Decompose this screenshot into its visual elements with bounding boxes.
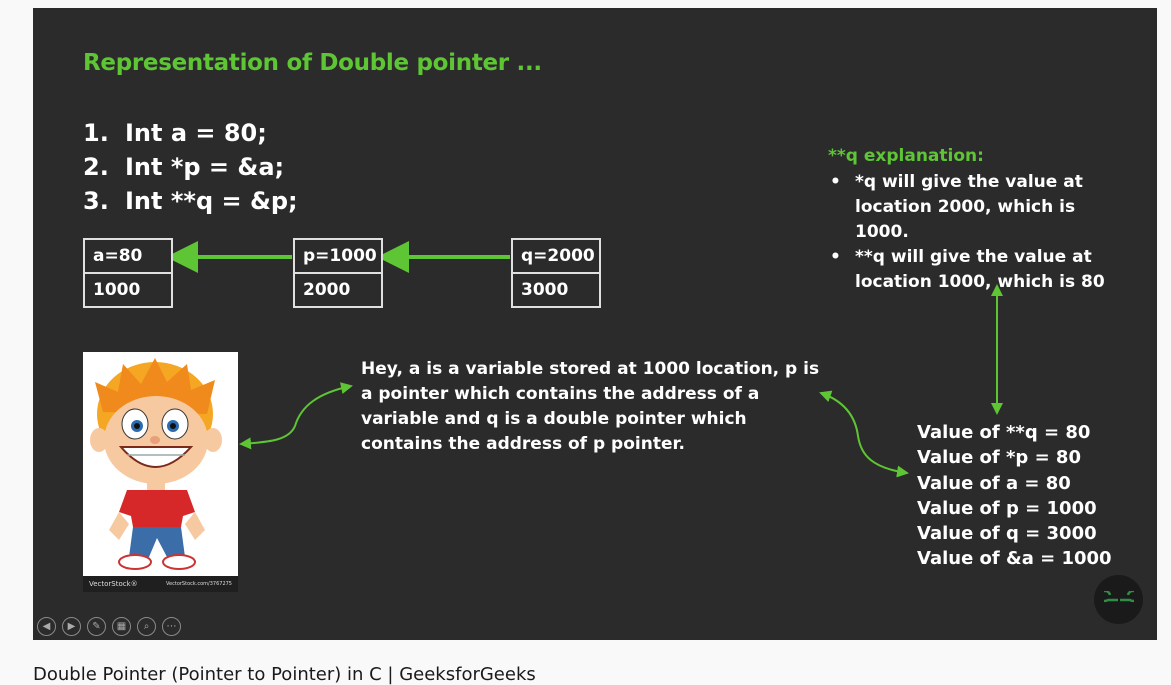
- explanation-heading: **q explanation:: [828, 146, 984, 166]
- memory-box-value: a=80: [85, 240, 171, 274]
- diagram-arrows: [166, 241, 1003, 478]
- explanation-block: **q explanation: *q will give the value …: [828, 146, 1115, 295]
- boy-illustration: [90, 358, 222, 570]
- explanation-bullet: *q will give the value at location 2000,…: [828, 170, 1115, 245]
- memory-box-value: p=1000: [295, 240, 381, 274]
- arrow-speech-to-values: [819, 390, 909, 478]
- image-credit-url: VectorStock.com/3767275: [166, 581, 232, 587]
- previous-slide-icon[interactable]: ◀: [37, 617, 56, 636]
- pen-icon[interactable]: ✎: [87, 617, 106, 636]
- zoom-icon[interactable]: ⌕: [137, 617, 156, 636]
- video-title[interactable]: Double Pointer (Pointer to Pointer) in C…: [33, 664, 536, 685]
- video-player[interactable]: Representation of Double pointer ... 1.I…: [33, 8, 1157, 640]
- slides-grid-icon[interactable]: ▦: [112, 617, 131, 636]
- code-list: 1.Int a = 80; 2.Int *p = &a; 3.Int **q =…: [83, 116, 298, 218]
- value-line: Value of &a = 1000: [917, 548, 1112, 570]
- memory-box-p: p=1000 2000: [293, 238, 383, 308]
- memory-box-address: 3000: [521, 280, 569, 300]
- more-options-icon[interactable]: ⋯: [162, 617, 181, 636]
- value-line: Value of q = 3000: [917, 523, 1097, 545]
- slide-controls: ◀ ▶ ✎ ▦ ⌕ ⋯: [37, 617, 181, 636]
- slide-title: Representation of Double pointer ...: [83, 50, 542, 76]
- value-line: Value of **q = 80: [917, 422, 1091, 443]
- memory-box-a: a=80 1000: [83, 238, 173, 308]
- speech-text: Hey, a is a variable stored at 1000 loca…: [361, 359, 820, 454]
- image-credit-bar: VectorStock® VectorStock.com/3767275: [83, 576, 238, 592]
- code-line: 3.Int **q = &p;: [83, 187, 298, 215]
- next-slide-icon[interactable]: ▶: [62, 617, 81, 636]
- geeksforgeeks-logo-icon[interactable]: [1094, 575, 1143, 624]
- memory-box-address: 1000: [93, 280, 141, 300]
- cartoon-boy-image: VectorStock® VectorStock.com/3767275: [83, 352, 238, 592]
- memory-box-q: q=2000 3000: [511, 238, 601, 308]
- code-line: 1.Int a = 80;: [83, 119, 267, 147]
- value-line: Value of a = 80: [917, 472, 1071, 494]
- vectorstock-logo: VectorStock®: [89, 580, 138, 588]
- gfg-logo-mark: [1103, 590, 1134, 602]
- memory-box-address: 2000: [303, 280, 351, 300]
- values-list: Value of **q = 80 Value of *p = 80 Value…: [917, 420, 1112, 572]
- code-line: 2.Int *p = &a;: [83, 153, 285, 181]
- explanation-bullet: **q will give the value at location 1000…: [828, 245, 1115, 295]
- arrow-speech-to-boy: [239, 382, 353, 450]
- value-line: Value of p = 1000: [917, 497, 1097, 519]
- value-line: Value of *p = 80: [917, 447, 1081, 469]
- memory-box-value: q=2000: [513, 240, 599, 274]
